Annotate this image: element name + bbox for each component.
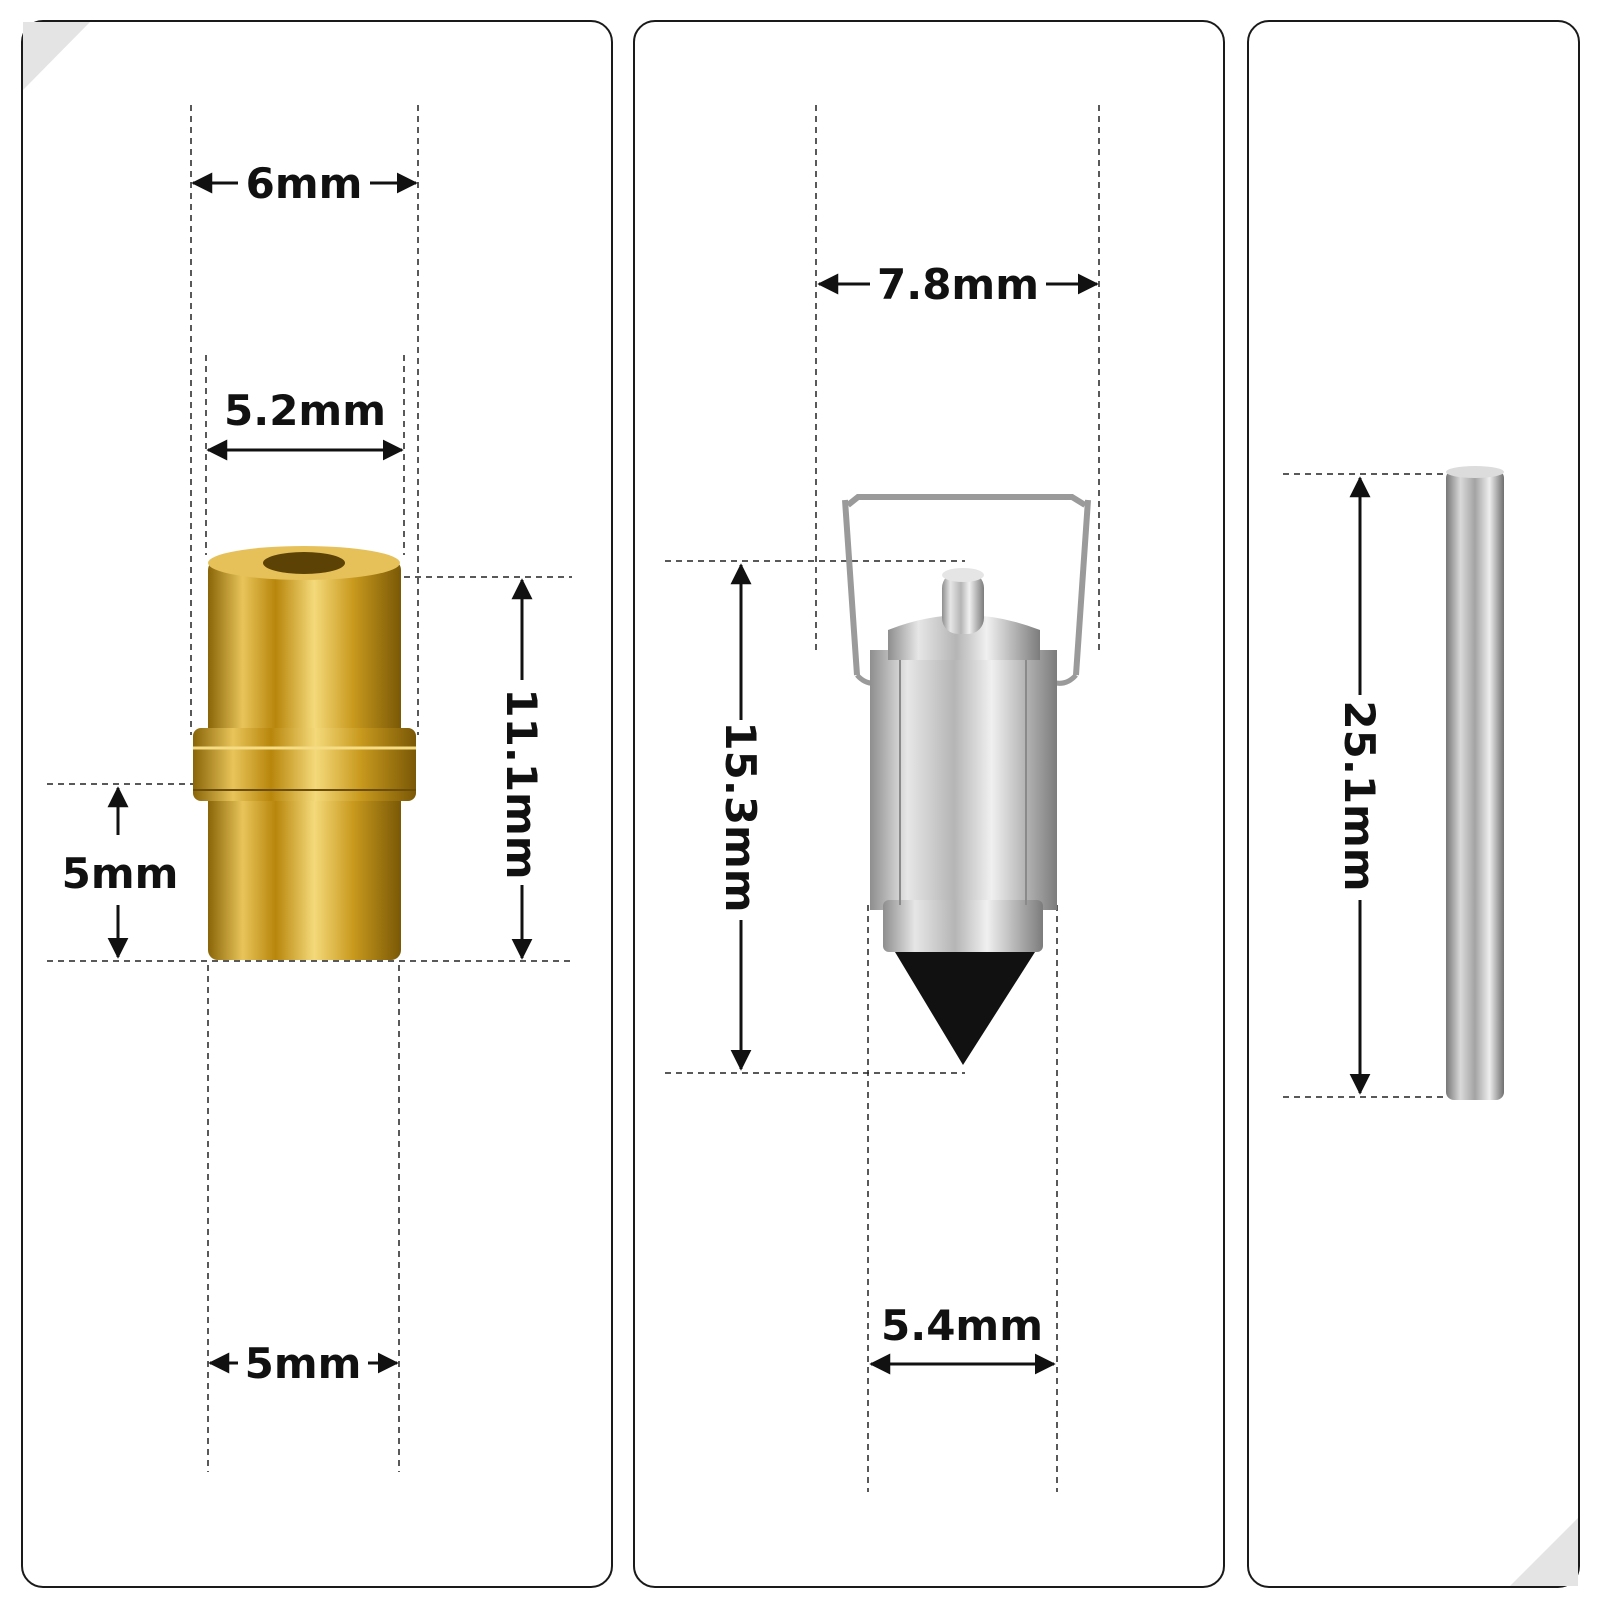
brass-seat-part [193,546,416,960]
dim-brass-inner-width: 5.2mm [224,386,386,435]
needle-valve-part [842,494,1091,1065]
dim-pin-length: 25.1mm [1335,700,1384,891]
corner-fold-decoration [23,22,90,90]
dim-brass-height: 11.1mm [497,688,546,879]
dim-needle-height: 15.3mm [716,721,765,912]
needle-valve-drawing: 7.8mm 15.3mm 5.4mm [665,105,1100,1492]
float-pin-drawing: 25.1mm [1283,466,1504,1100]
dim-needle-body-width: 5.4mm [881,1301,1043,1350]
corner-fold-decoration [1510,1518,1578,1586]
dim-brass-top-width: 6mm [246,159,363,208]
dim-clip-width: 7.8mm [877,260,1039,309]
dim-brass-lower-height: 5mm [62,849,179,898]
dim-brass-bottom-width: 5mm [245,1339,362,1388]
brass-seat-drawing: 6mm 5.2mm 11.1mm 5mm 5mm [47,105,572,1472]
panel-float-pin [1247,20,1580,1588]
float-pin-part [1446,466,1504,1100]
